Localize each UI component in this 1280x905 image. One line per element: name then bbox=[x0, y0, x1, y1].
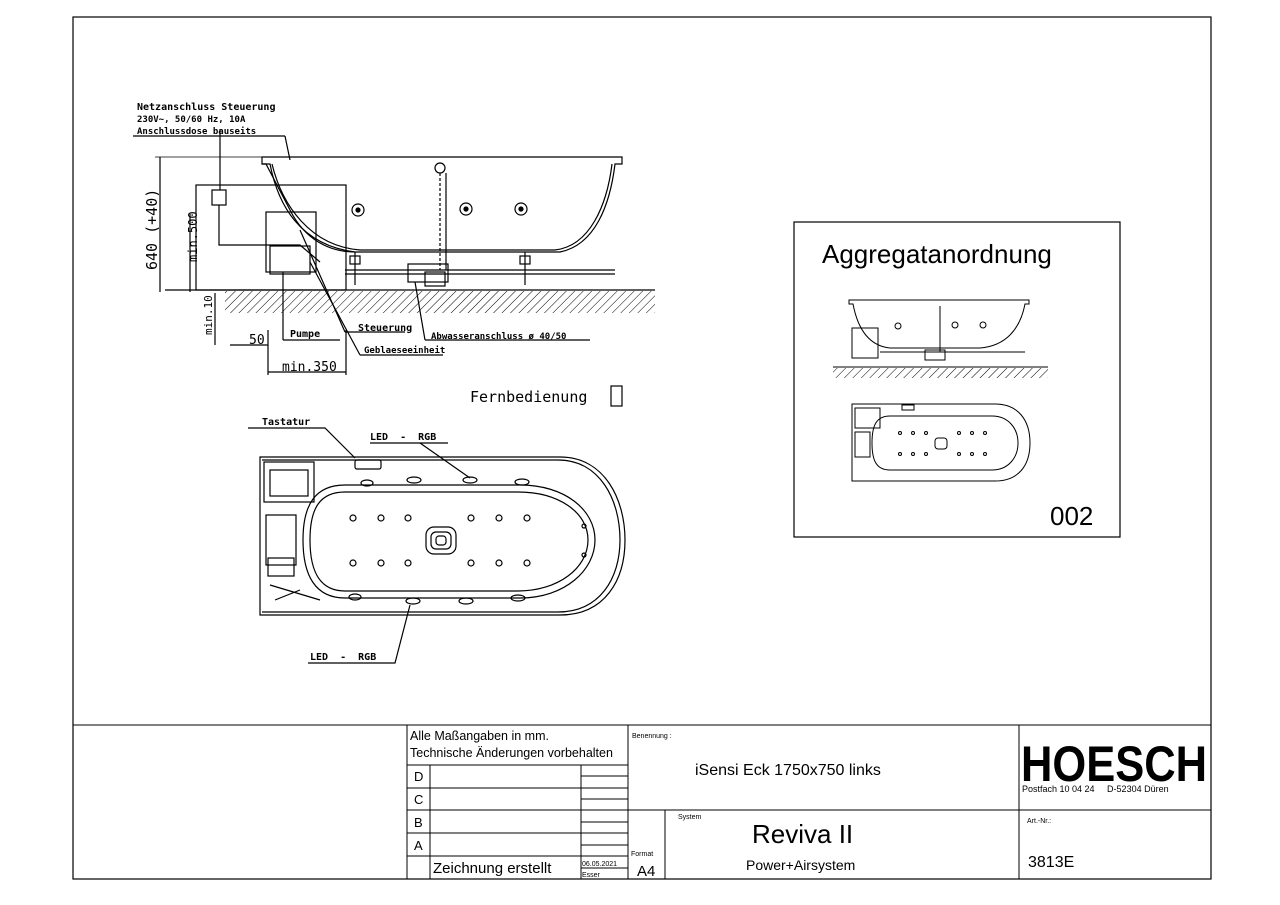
tub-basin bbox=[302, 484, 596, 599]
system-subtitle: Power+Airsystem bbox=[746, 857, 855, 873]
mains-voltage-label: 230V~, 50/60 Hz, 10A bbox=[137, 115, 246, 125]
format-value: A4 bbox=[637, 863, 655, 880]
drain-connection-label: Abwasseranschluss ø 40/50 bbox=[431, 332, 566, 342]
drawing-frame bbox=[72, 16, 1212, 880]
control-label: Steuerung bbox=[358, 323, 412, 334]
dim-50: 50 bbox=[249, 333, 265, 348]
dim-min350: min.350 bbox=[282, 360, 337, 375]
format-label: Format bbox=[631, 851, 653, 858]
company-logo: HOESCH bbox=[1021, 736, 1207, 792]
remote-control-label: Fernbedienung bbox=[470, 388, 587, 406]
side-jet bbox=[514, 202, 528, 216]
revision-c: C bbox=[414, 792, 423, 807]
tub-side-outline bbox=[261, 156, 623, 253]
revision-a: A bbox=[414, 838, 423, 853]
article-number-value: 3813E bbox=[1028, 854, 1074, 871]
pump-label: Pumpe bbox=[290, 329, 320, 340]
drawing-created-label: Zeichnung erstellt bbox=[433, 860, 552, 877]
min10-dimension: min.10 bbox=[202, 295, 215, 335]
revision-b: B bbox=[414, 815, 423, 830]
revision-d: D bbox=[414, 769, 423, 784]
company-address: Postfach 10 04 24 D-52304 Düren bbox=[1022, 784, 1169, 794]
system-label: System bbox=[678, 814, 702, 821]
aggregat-number: 002 bbox=[1050, 501, 1093, 531]
side-view bbox=[133, 130, 655, 407]
total-height-dimension: 640 (+40) bbox=[143, 189, 161, 270]
side-jet bbox=[351, 203, 365, 217]
drawing-created-date: 06.05.2021 bbox=[582, 861, 617, 868]
side-jet bbox=[459, 202, 473, 216]
led-rgb-bottom-label: LED - RGB bbox=[310, 652, 376, 663]
aggregat-side-thumbnail bbox=[833, 299, 1048, 378]
designation-label: Benennung : bbox=[632, 733, 672, 740]
system-value: Reviva II bbox=[752, 819, 853, 849]
blower-label: Geblaeseeinheit bbox=[364, 345, 445, 356]
keypad-label: Tastatur bbox=[262, 417, 310, 428]
tub-top-outline bbox=[259, 456, 626, 616]
title-block bbox=[73, 724, 1211, 879]
aggregat-frame bbox=[793, 221, 1121, 538]
junction-box-label: Anschlussdose bauseits bbox=[137, 126, 256, 137]
top-view bbox=[248, 427, 626, 664]
drawing-created-by: Esser bbox=[582, 872, 601, 879]
designation-value: iSensi Eck 1750x750 links bbox=[695, 762, 881, 779]
aggregat-title: Aggregatanordnung bbox=[822, 239, 1052, 269]
measure-note: Alle Maßangaben in mm. bbox=[410, 729, 549, 743]
aggregat-top-thumbnail bbox=[851, 403, 1031, 482]
min500-dimension: min.500 bbox=[186, 211, 200, 262]
air-jets bbox=[349, 514, 587, 567]
changes-note: Technische Änderungen vorbehalten bbox=[410, 746, 613, 760]
led-rgb-top-label: LED - RGB bbox=[370, 432, 436, 443]
article-number-label: Art.-Nr.: bbox=[1027, 818, 1051, 825]
mains-connection-label: Netzanschluss Steuerung bbox=[137, 102, 275, 113]
